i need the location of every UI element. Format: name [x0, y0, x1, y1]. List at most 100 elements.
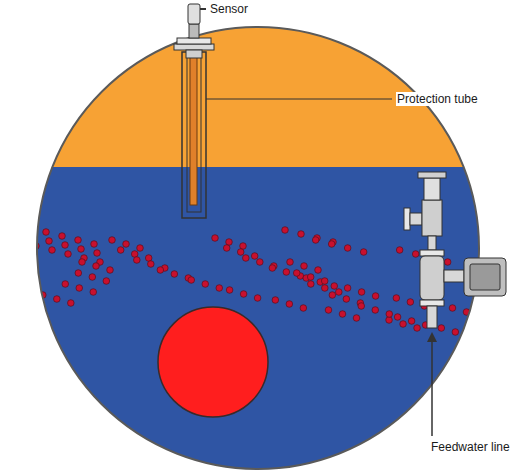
- bubble: [477, 313, 484, 320]
- valve-actuator: [464, 258, 506, 296]
- pipe-flange: [420, 250, 444, 256]
- bubble: [282, 227, 289, 234]
- boiler-drum: [37, 27, 479, 469]
- bubble: [358, 289, 365, 296]
- bubble: [33, 243, 40, 250]
- bubble: [412, 251, 419, 258]
- bubble: [62, 281, 69, 288]
- bubble: [54, 296, 61, 303]
- bubble: [78, 246, 85, 253]
- bubble: [272, 297, 279, 304]
- bubble: [293, 270, 300, 277]
- leader-line: [206, 99, 392, 100]
- bubble: [322, 285, 329, 292]
- nozzle: [186, 50, 202, 58]
- bubble: [287, 259, 294, 266]
- bubble: [372, 307, 379, 314]
- bubble: [254, 295, 261, 302]
- bubble: [452, 329, 459, 336]
- pipe: [428, 236, 436, 250]
- bubble: [328, 241, 335, 248]
- bubble: [117, 247, 124, 254]
- bubble: [157, 267, 164, 274]
- bubble: [131, 251, 138, 258]
- callout-label: Sensor: [209, 2, 249, 16]
- bubble: [216, 285, 223, 292]
- bubble: [137, 245, 144, 252]
- bubble: [396, 247, 403, 254]
- bubble: [0, 322, 1, 329]
- bubble: [343, 296, 350, 303]
- bubble: [329, 292, 336, 299]
- bubble: [339, 311, 346, 318]
- bubble: [503, 340, 510, 347]
- bubble: [240, 291, 247, 298]
- bubble: [298, 231, 305, 238]
- callout-label: Protection tube: [396, 92, 479, 106]
- bubble: [36, 311, 43, 318]
- bubble: [286, 301, 293, 308]
- bubble: [89, 274, 96, 281]
- bubble: [414, 325, 421, 332]
- bubble: [257, 259, 264, 266]
- bubble: [223, 245, 230, 252]
- bubble: [358, 303, 365, 310]
- bubble: [226, 287, 233, 294]
- bubble: [103, 278, 110, 285]
- bubble: [307, 274, 314, 281]
- bubble: [331, 283, 338, 290]
- bubble: [283, 269, 290, 276]
- bubble: [65, 251, 72, 258]
- bubble: [408, 318, 415, 325]
- bubble: [212, 235, 219, 242]
- sensor-head: [188, 4, 200, 24]
- bubble: [517, 344, 518, 351]
- flange: [177, 38, 211, 44]
- bubble: [449, 305, 456, 312]
- flange: [174, 44, 214, 50]
- bubble: [336, 289, 343, 296]
- bubble: [344, 285, 351, 292]
- bubble: [145, 255, 152, 262]
- bubble: [43, 229, 50, 236]
- bubble: [300, 305, 307, 312]
- bubble: [76, 285, 83, 292]
- bubble: [46, 238, 53, 245]
- sensor-cable: [200, 8, 206, 10]
- bubble: [30, 234, 37, 241]
- bubble: [75, 270, 82, 277]
- bubble: [68, 300, 75, 307]
- bubble: [49, 247, 56, 254]
- bubble: [134, 257, 141, 264]
- bubble: [321, 278, 328, 285]
- bubble: [407, 299, 414, 306]
- fire-tube: [158, 307, 268, 417]
- bubble: [202, 281, 209, 288]
- bubble: [438, 325, 445, 332]
- bubble: [325, 307, 332, 314]
- bubble: [93, 263, 100, 270]
- bubble: [386, 311, 393, 318]
- bubble: [394, 314, 401, 321]
- bubble: [513, 315, 518, 322]
- actuator-cover: [470, 264, 500, 290]
- arrow-head: [427, 332, 437, 342]
- feedwater-pipe: [427, 306, 437, 328]
- bubble: [400, 321, 407, 328]
- bubble: [91, 241, 98, 248]
- bubble: [79, 259, 86, 266]
- bubble: [308, 281, 315, 288]
- bubble: [466, 333, 473, 340]
- bubble: [251, 253, 258, 260]
- bubble: [353, 315, 360, 322]
- bubble: [75, 237, 82, 244]
- bubble: [243, 255, 250, 262]
- bubble: [62, 242, 69, 249]
- pipe: [410, 213, 422, 225]
- pipe-flange: [420, 300, 444, 306]
- flow-arrow: [431, 340, 433, 436]
- bubble: [171, 271, 178, 278]
- pipe-flange: [404, 208, 410, 230]
